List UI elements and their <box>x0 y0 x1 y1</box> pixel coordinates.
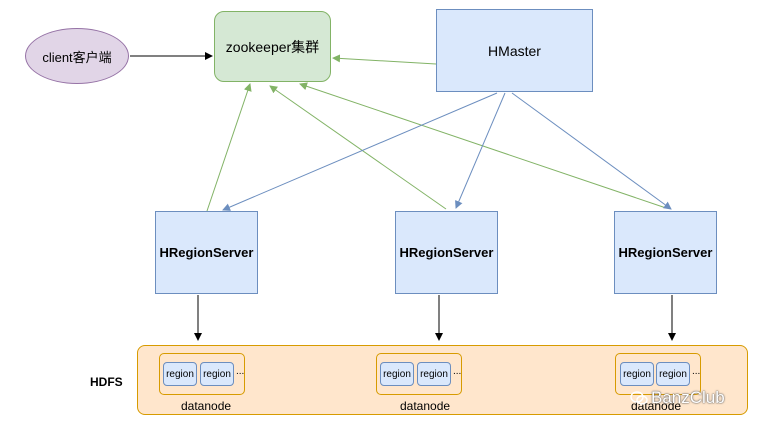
datanode-box-3 <box>615 353 701 395</box>
region-block: region <box>620 362 654 386</box>
watermark: BanzClub <box>630 388 725 408</box>
edge-hmaster-to-zookeeper <box>332 54 437 65</box>
wechat-icon <box>630 390 648 405</box>
zookeeper-label: zookeeper集群 <box>225 38 320 55</box>
region-block: region <box>417 362 451 386</box>
edge-hmaster-to-hrs1 <box>222 92 498 211</box>
datanode-box-1 <box>159 353 245 395</box>
hdfs-label: HDFS <box>90 375 123 389</box>
region-block: region <box>656 362 690 386</box>
region-ellipsis: ... <box>453 366 462 377</box>
region-server-label: HRegionServer <box>399 245 494 260</box>
client-label: client客户端 <box>42 49 112 65</box>
edge-hrs1-to-zookeeper <box>206 83 252 212</box>
hmaster-label: HMaster <box>488 42 541 59</box>
region-block: region <box>200 362 234 386</box>
region-server-label: HRegionServer <box>618 245 713 260</box>
client-node: client客户端 <box>25 28 129 84</box>
region-ellipsis: ... <box>692 366 701 377</box>
region-block: region <box>380 362 414 386</box>
hmaster-node: HMaster <box>436 9 593 92</box>
datanode-box-2 <box>376 353 462 395</box>
region-ellipsis: ... <box>236 366 245 377</box>
datanode-label: datanode <box>181 399 232 413</box>
edge-hmaster-to-hrs3 <box>511 92 672 210</box>
datanode-label: datanode <box>631 399 682 413</box>
edge-hrs2-to-zookeeper <box>269 85 447 210</box>
zookeeper-cluster-node: zookeeper集群 <box>214 11 331 82</box>
region-block: region <box>163 362 197 386</box>
region-server-node-1: HRegionServer <box>155 211 258 294</box>
region-server-label: HRegionServer <box>159 245 254 260</box>
edge-hrs3-to-zookeeper <box>299 82 667 209</box>
datanode-label: datanode <box>400 399 451 413</box>
edge-hmaster-to-hrs2 <box>455 92 506 209</box>
region-server-node-3: HRegionServer <box>614 211 717 294</box>
region-server-node-2: HRegionServer <box>395 211 498 294</box>
watermark-text: BanzClub <box>651 388 725 407</box>
